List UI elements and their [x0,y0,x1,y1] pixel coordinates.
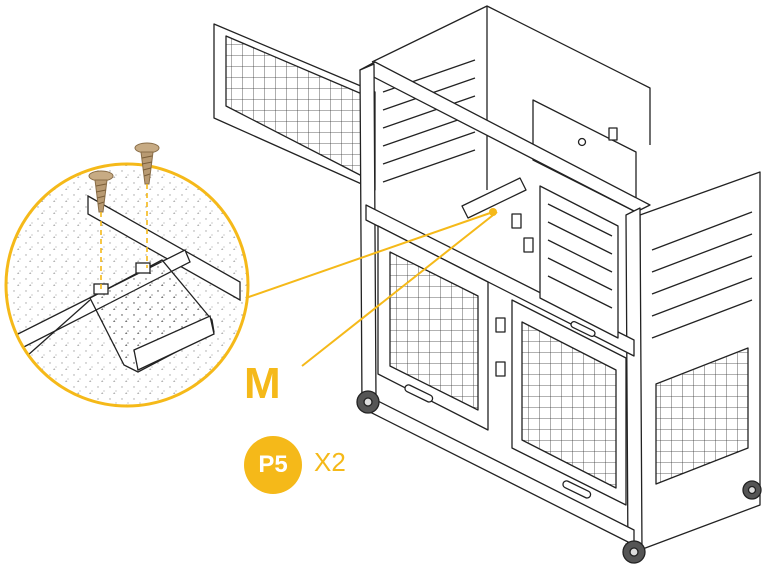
front-post-left [359,63,377,409]
caster-wheel-icon [622,540,646,564]
part-code-badge: P5 [244,436,302,494]
bracket [135,262,151,274]
hinge-icon [495,361,506,377]
latch-icon [608,127,618,141]
step-letter: M [244,359,281,408]
part-quantity: X2 [314,447,346,477]
zoom-detail [4,162,250,408]
back-panel [371,5,651,145]
caster-wheel-icon [356,390,380,414]
upper-floor [461,177,527,219]
hinge-icon [523,237,534,253]
screw-icon [134,142,160,268]
screw-icon [88,170,114,290]
front-post-right [625,207,643,561]
lower-door-right [511,299,627,506]
caster-wheel-icon [742,480,762,500]
side-slats-left [382,59,476,183]
lower-door-left [377,225,489,431]
side-panel-right [639,171,761,551]
hinge-icon [511,213,522,229]
upper-door [539,185,619,339]
top-rail [359,61,651,213]
hinge-icon [495,317,506,333]
callout-lines [239,211,498,367]
open-lid [213,23,376,191]
hutch [213,5,762,564]
